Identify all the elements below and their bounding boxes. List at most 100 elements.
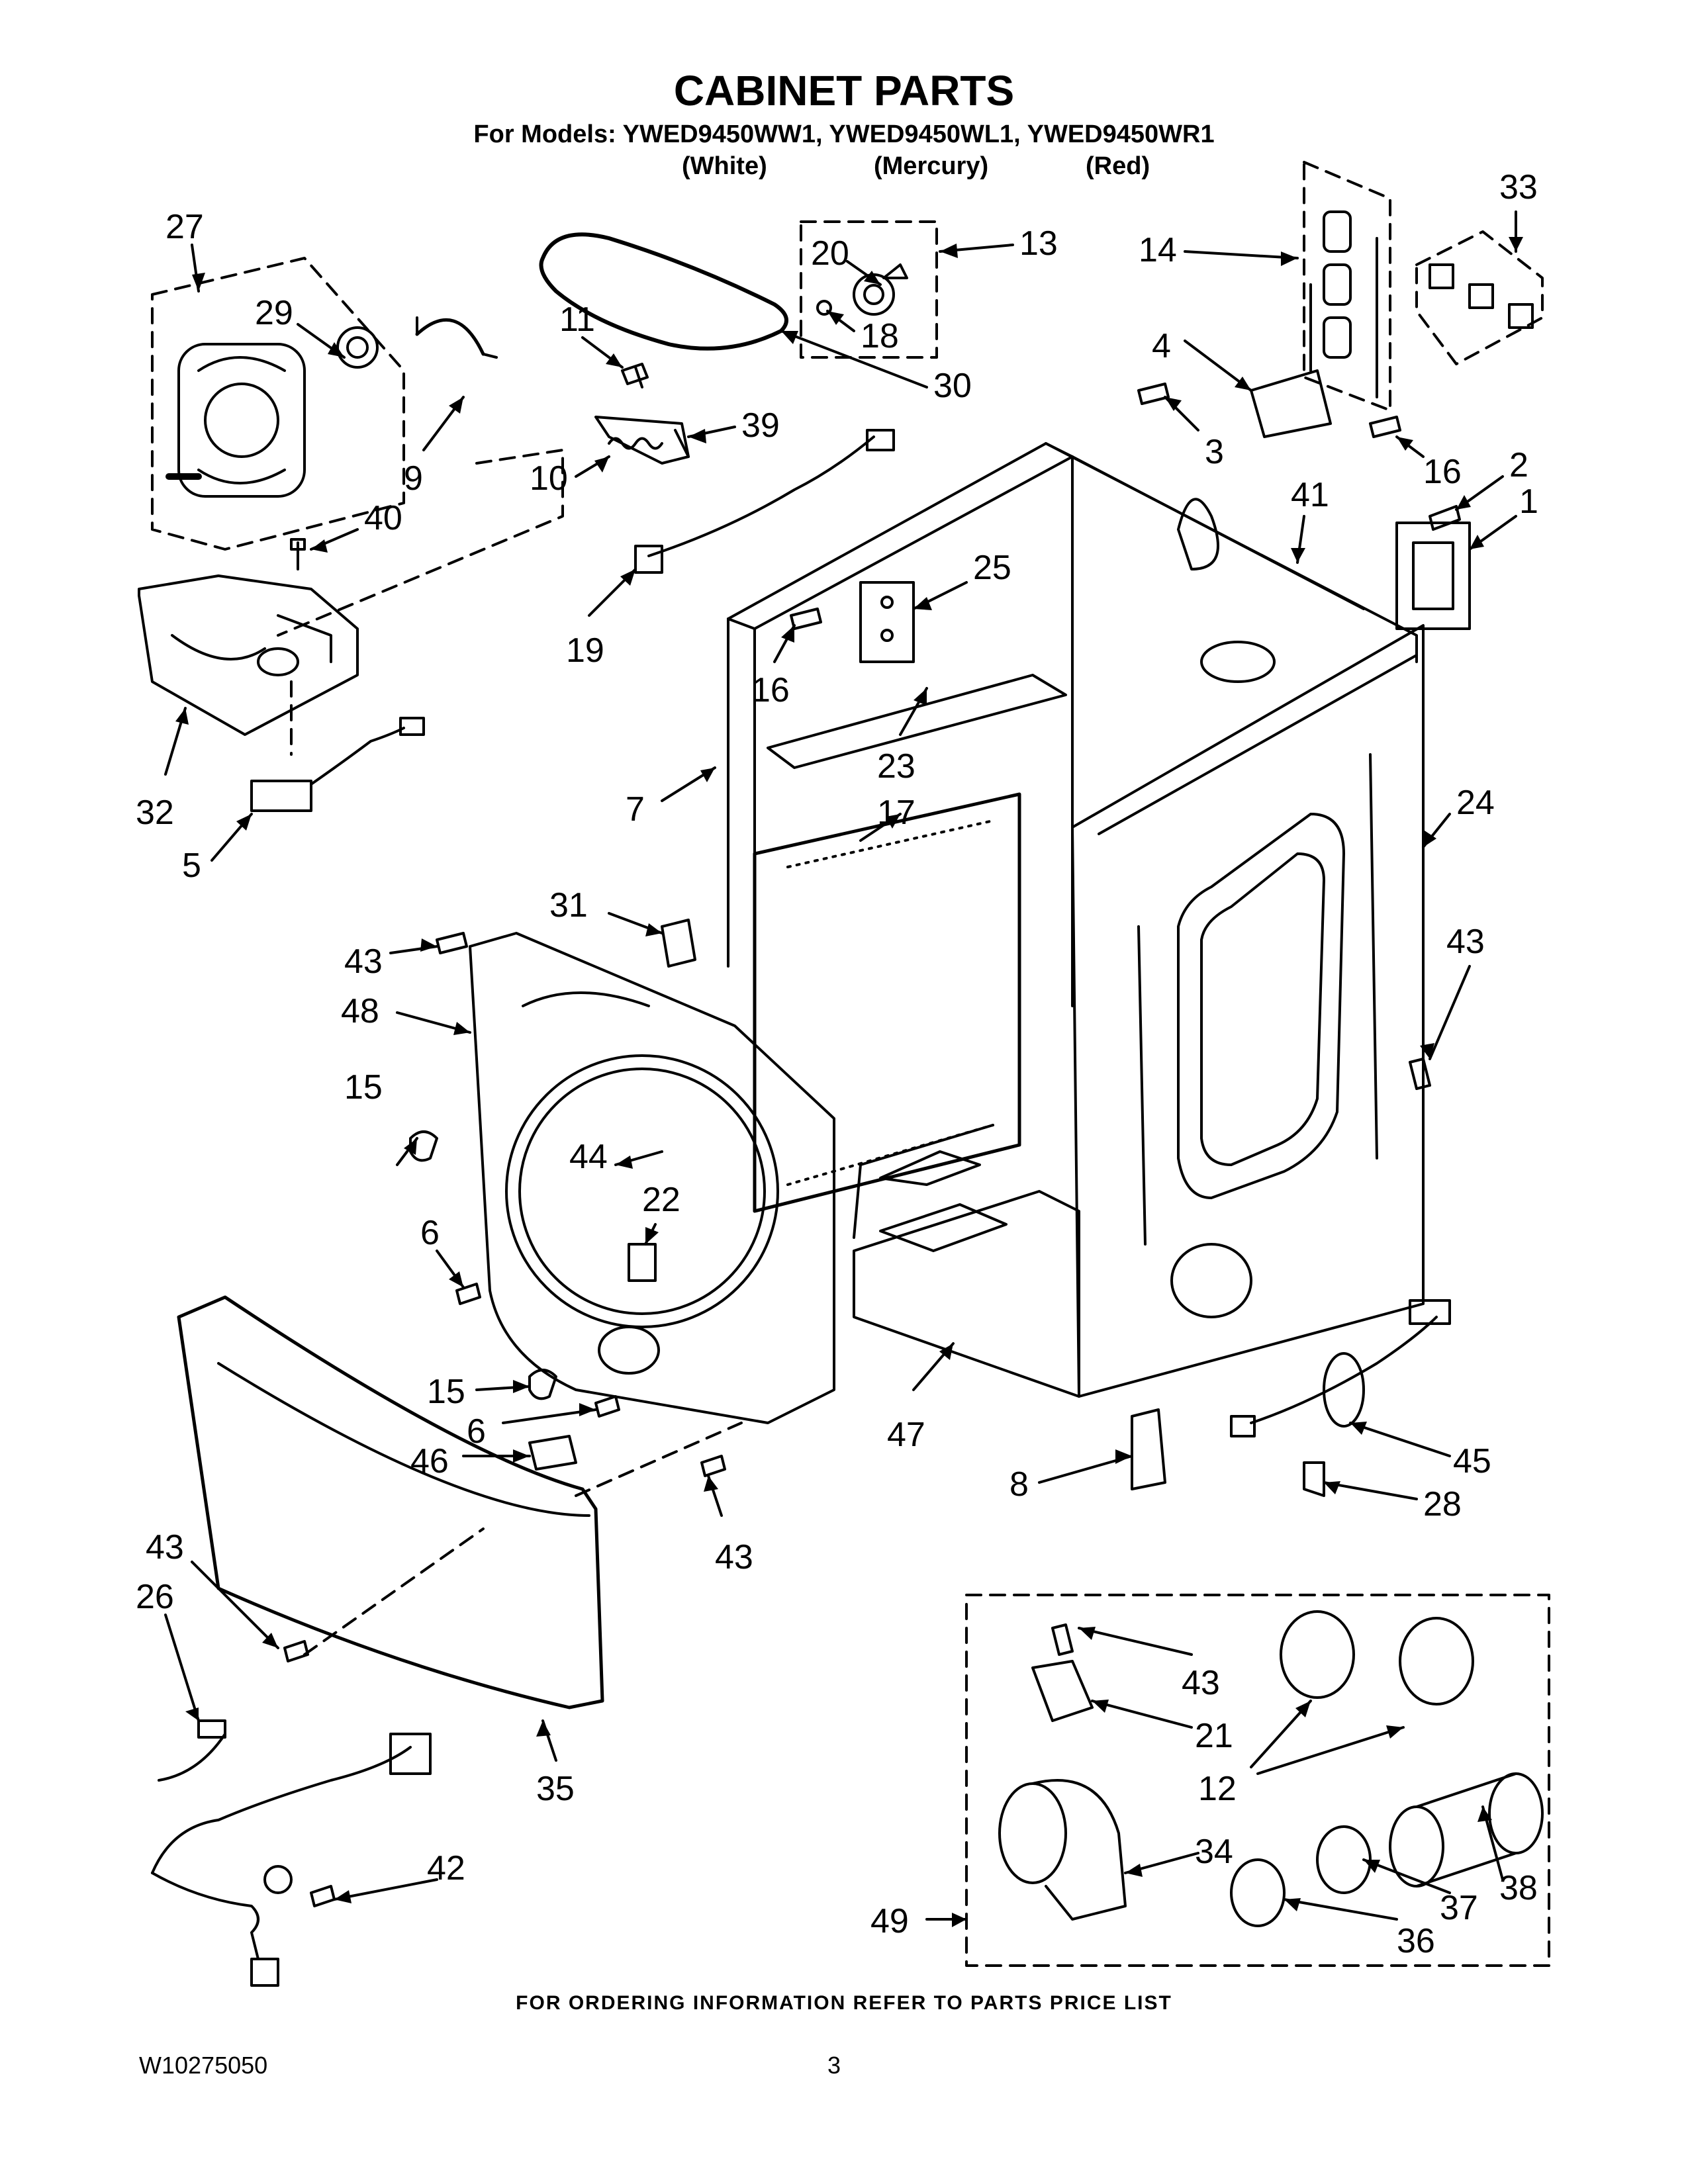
screw-40 xyxy=(290,538,306,570)
exhaust-kit-outline xyxy=(965,1594,1550,1967)
callout-4: 4 xyxy=(1152,327,1171,365)
door-switch-cable xyxy=(647,435,875,557)
callout-22: 22 xyxy=(642,1181,680,1219)
callout-9: 9 xyxy=(404,459,423,498)
screw-2 xyxy=(1429,505,1461,531)
leader-28 xyxy=(1323,1481,1418,1500)
callout-16-top: 16 xyxy=(1423,453,1462,491)
screw-11 xyxy=(621,363,649,388)
screw-43-a xyxy=(436,932,468,954)
document-id: W10275050 xyxy=(139,2052,268,2079)
callout-15-b: 15 xyxy=(427,1373,465,1411)
callout-32: 32 xyxy=(136,794,174,832)
callout-38: 38 xyxy=(1499,1869,1538,1907)
callout-28: 28 xyxy=(1423,1485,1462,1524)
door-opening-seal xyxy=(505,1054,779,1328)
variant-red: (Red) xyxy=(1086,152,1150,180)
cabinet-base xyxy=(853,1190,1080,1398)
callout-36: 36 xyxy=(1397,1922,1435,1960)
terminal-block xyxy=(1309,210,1378,398)
variant-mercury: (Mercury) xyxy=(874,152,989,180)
pulley-group-outline xyxy=(800,220,938,359)
leveling-leg xyxy=(1131,1408,1166,1490)
terminal-bracket xyxy=(1250,369,1332,438)
callout-12: 12 xyxy=(1198,1770,1237,1808)
callout-30: 30 xyxy=(933,367,972,405)
callout-19: 19 xyxy=(566,631,604,670)
callout-20: 20 xyxy=(811,234,849,273)
idler-spring xyxy=(608,437,663,450)
callout-45: 45 xyxy=(1453,1442,1491,1480)
callout-41: 41 xyxy=(1291,476,1329,514)
screw-3 xyxy=(1137,383,1170,405)
leader-43-e xyxy=(1078,1627,1193,1656)
callout-37: 37 xyxy=(1440,1889,1478,1927)
screw-16-mid xyxy=(790,608,822,630)
callout-39: 39 xyxy=(741,406,780,445)
callout-8: 8 xyxy=(1009,1465,1029,1504)
door-cam-lower xyxy=(528,1369,557,1400)
callout-43-e: 43 xyxy=(1182,1664,1220,1702)
callout-14: 14 xyxy=(1139,231,1177,269)
power-cord xyxy=(1230,1299,1451,1437)
leader-30 xyxy=(780,330,928,388)
leader-42 xyxy=(333,1878,438,1901)
callout-48: 48 xyxy=(341,992,379,1030)
callout-44: 44 xyxy=(569,1138,608,1176)
motor-group-outline xyxy=(151,257,405,551)
clamp-plate xyxy=(1031,1660,1094,1722)
screw-43-c xyxy=(1409,1058,1431,1090)
cord-clip xyxy=(1303,1461,1325,1497)
callout-3: 3 xyxy=(1205,433,1224,471)
elbow-duct xyxy=(998,1779,1127,1921)
callout-11: 11 xyxy=(559,300,595,339)
callout-5: 5 xyxy=(182,846,201,885)
screw-42 xyxy=(310,1885,336,1907)
dampers xyxy=(1280,1610,1474,1706)
callout-10: 10 xyxy=(530,459,568,498)
leader-37 xyxy=(1362,1858,1451,1894)
terminal-nuts-outline xyxy=(1415,230,1544,365)
callout-16-mid: 16 xyxy=(751,671,790,709)
screw-6-b xyxy=(594,1395,620,1418)
callout-6-b: 6 xyxy=(467,1412,486,1451)
drive-motor xyxy=(165,326,379,498)
callout-23: 23 xyxy=(877,747,915,786)
drum-lamp xyxy=(661,919,696,968)
callout-1: 1 xyxy=(1519,482,1538,521)
door-cam-upper xyxy=(409,1130,438,1162)
callout-18: 18 xyxy=(861,317,899,355)
motor-clamp xyxy=(415,318,485,356)
leader-21 xyxy=(1091,1700,1193,1729)
callout-40: 40 xyxy=(364,499,402,537)
control-board xyxy=(859,581,915,663)
leader-26 xyxy=(164,1614,200,1722)
page-title: CABINET PARTS xyxy=(673,67,1015,114)
callout-46: 46 xyxy=(410,1442,449,1480)
callout-2: 2 xyxy=(1509,446,1528,484)
callout-47: 47 xyxy=(887,1416,925,1454)
callout-25: 25 xyxy=(973,549,1011,587)
cabinet-body xyxy=(727,442,1425,1398)
insulation-panel xyxy=(753,792,1021,1213)
leader-14 xyxy=(1184,250,1299,259)
exhaust-cover xyxy=(1395,522,1471,630)
thermistor-harness xyxy=(250,717,425,812)
callout-6-a: 6 xyxy=(420,1214,440,1252)
terminal-nuts xyxy=(1429,263,1534,329)
callout-17: 17 xyxy=(877,794,915,832)
callout-21: 21 xyxy=(1195,1717,1233,1755)
toe-panel xyxy=(177,1295,604,1709)
callout-13: 13 xyxy=(1019,224,1058,263)
callout-33: 33 xyxy=(1499,168,1538,206)
motor-mount-base xyxy=(138,574,359,736)
leader-43-d xyxy=(191,1561,279,1649)
screw-43-b xyxy=(700,1455,726,1477)
callout-29: 29 xyxy=(255,294,293,332)
screw-6-a xyxy=(455,1283,481,1305)
callout-42: 42 xyxy=(427,1849,465,1888)
screw-16-top xyxy=(1369,416,1401,438)
callout-43-d: 43 xyxy=(146,1528,184,1567)
callout-43-a: 43 xyxy=(344,942,383,981)
callout-7: 7 xyxy=(626,790,645,829)
